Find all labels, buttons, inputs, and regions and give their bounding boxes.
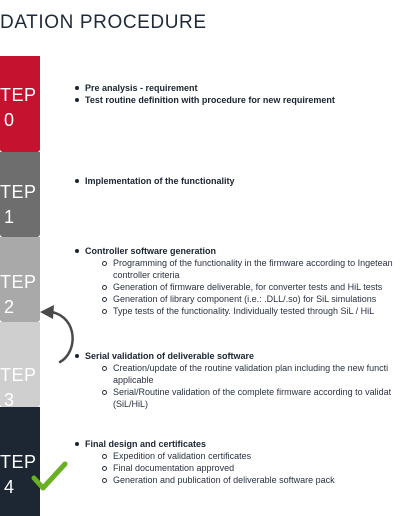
step-3-chevron: [0, 322, 40, 425]
step-0-description: Pre analysis - requirement Test routine …: [74, 82, 400, 106]
step-2-sub-item-1-line-1: Programming of the functionality in the …: [113, 258, 393, 268]
step-3-sub-item-2-line-1: Serial/Routine validation of the complet…: [113, 387, 392, 397]
step-4-bullet-1: Final design and certificates Expedition…: [74, 438, 400, 486]
step-4-sub-item-2: Final documentation approved: [85, 462, 400, 474]
step-2-sub-item-4: Type tests of the functionality. Individ…: [85, 305, 400, 317]
step-3-bullet-1: Serial validation of deliverable softwar…: [74, 350, 400, 410]
step-4-bullet-1-text: Final design and certificates: [85, 439, 207, 449]
page-title: DATION PROCEDURE: [0, 12, 207, 33]
step-2-sub-item-1: Programming of the functionality in the …: [85, 257, 400, 281]
step-0-chevron: [0, 56, 40, 170]
step-3-sub-item-1: Creation/update of the routine validatio…: [85, 362, 400, 386]
step-4-label: TEP: [0, 452, 37, 472]
step-0-bullet-2: Test routine definition with procedure f…: [74, 94, 400, 106]
step-3-sub-item-1-line-2: applicable: [113, 375, 154, 385]
step-4-sub-item-1: Expedition of validation certificates: [85, 450, 400, 462]
step-4-number: 4: [3, 477, 14, 497]
step-2-label: TEP: [0, 272, 37, 292]
step-1-chevron: [0, 152, 40, 255]
checkmark-icon: [31, 461, 68, 491]
step-3-label: TEP: [0, 365, 37, 385]
step-3-sub-item-2: Serial/Routine validation of the complet…: [85, 386, 400, 410]
step-0-number: 0: [3, 110, 14, 130]
step-2-number: 2: [3, 297, 14, 317]
step-2-bullet-1: Controller software generation Programmi…: [74, 245, 400, 317]
step-0-bullet-1: Pre analysis - requirement: [74, 82, 400, 94]
step-2-sub-item-3: Generation of library component (i.e.: .…: [85, 293, 400, 305]
step-1-number: 1: [3, 207, 14, 227]
step-3-sub-item-2-line-2: (SiL/HiL): [113, 399, 149, 409]
step-2-description: Controller software generation Programmi…: [74, 245, 400, 317]
step-1-label: TEP: [0, 182, 37, 202]
step-3-bullet-1-text: Serial validation of deliverable softwar…: [85, 351, 255, 361]
step-4-sub-item-3: Generation and publication of deliverabl…: [85, 474, 400, 486]
step-2-bullet-1-text: Controller software generation: [85, 246, 217, 256]
step-2-chevron: [0, 237, 40, 340]
step-1-description: Implementation of the functionality: [74, 175, 400, 187]
step-3-description: Serial validation of deliverable softwar…: [74, 350, 400, 410]
step-1-bullet-1: Implementation of the functionality: [74, 175, 400, 187]
step-2-sub-item-2: Generation of firmware deliverable, for …: [85, 281, 400, 293]
step-4-description: Final design and certificates Expedition…: [74, 438, 400, 486]
step-0-label: TEP: [0, 85, 37, 105]
step-4-chevron: [0, 407, 40, 516]
step-3-number: 3: [3, 390, 14, 410]
loop-back-arrow-icon: [40, 305, 74, 364]
step-3-sub-item-1-line-1: Creation/update of the routine validatio…: [113, 363, 389, 373]
step-2-sub-item-1-line-2: controller criteria: [113, 270, 180, 280]
